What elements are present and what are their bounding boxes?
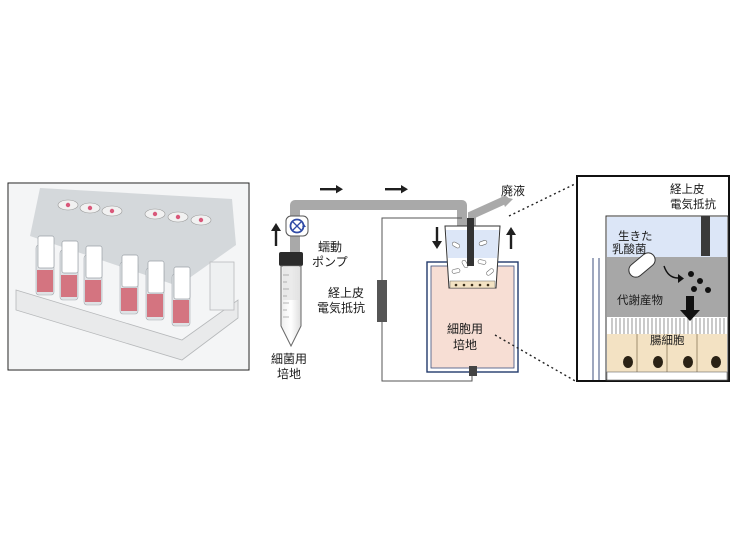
down-arrow-icon bbox=[686, 296, 694, 310]
cell-medium-label-line2: 培地 bbox=[453, 337, 477, 352]
insert-bacteria bbox=[451, 240, 494, 276]
live-lactic-label-line1: 生きた bbox=[618, 229, 653, 243]
bottom-electrode bbox=[469, 366, 477, 376]
top-electrode bbox=[467, 218, 474, 266]
photo-clips bbox=[37, 235, 191, 300]
cell-medium-label-line1: 細胞用 bbox=[447, 322, 483, 336]
pump-icon bbox=[285, 215, 309, 237]
teer-wire bbox=[381, 217, 473, 382]
pump-label-line1: 蠕動 bbox=[318, 240, 342, 254]
zoom-teer-label-line2: 電気抵抗 bbox=[670, 197, 716, 211]
culture-schematic: 蠕動 ポンプ 細菌用 培地 経上皮 電気抵抗 細胞用 培地 bbox=[271, 182, 578, 383]
falcon-tube-icon bbox=[279, 252, 303, 348]
zoom-electrode-icon bbox=[701, 216, 710, 256]
teer-left-label-line1: 経上皮 bbox=[328, 286, 364, 300]
photo-base bbox=[15, 289, 239, 361]
zoom-line-bottom bbox=[494, 334, 578, 383]
live-lactic-label-line2: 乳酸菌 bbox=[612, 242, 647, 256]
teer-left-label-line2: 電気抵抗 bbox=[317, 300, 365, 315]
zoom-microvilli bbox=[611, 318, 725, 334]
bacteria-medium-label-line2: 培地 bbox=[277, 366, 301, 381]
photo-back-caps bbox=[57, 199, 212, 226]
metabolites-label: 代謝産物 bbox=[617, 293, 663, 307]
lactic-bacterium bbox=[628, 252, 656, 278]
photo-lid bbox=[30, 188, 236, 286]
zoom-teer-label-line1: 経上皮 bbox=[670, 182, 705, 196]
curved-arrow-icon bbox=[663, 265, 679, 279]
intestinal-cells-label: 腸細胞 bbox=[650, 333, 685, 347]
waste-label: 廃液 bbox=[501, 183, 525, 198]
waste-arrow-icon bbox=[501, 196, 513, 207]
zoom-metabolite-zone bbox=[607, 257, 727, 317]
metabolite-dots bbox=[688, 271, 711, 293]
electrode-icon bbox=[377, 280, 387, 322]
photo-stand bbox=[209, 261, 235, 311]
zoom-panel: 経上皮 電気抵抗 生きた 乳酸菌 代謝産物 腸細胞 bbox=[576, 175, 730, 382]
pump-label-line2: ポンプ bbox=[312, 255, 348, 269]
device-photo bbox=[7, 182, 250, 371]
zoom-membrane bbox=[606, 371, 728, 381]
zoom-nuclei bbox=[623, 356, 721, 368]
bacteria-medium-label-line1: 細菌用 bbox=[271, 352, 307, 366]
flow-arrow-icon bbox=[271, 185, 516, 249]
zoom-well-wall bbox=[592, 258, 600, 380]
